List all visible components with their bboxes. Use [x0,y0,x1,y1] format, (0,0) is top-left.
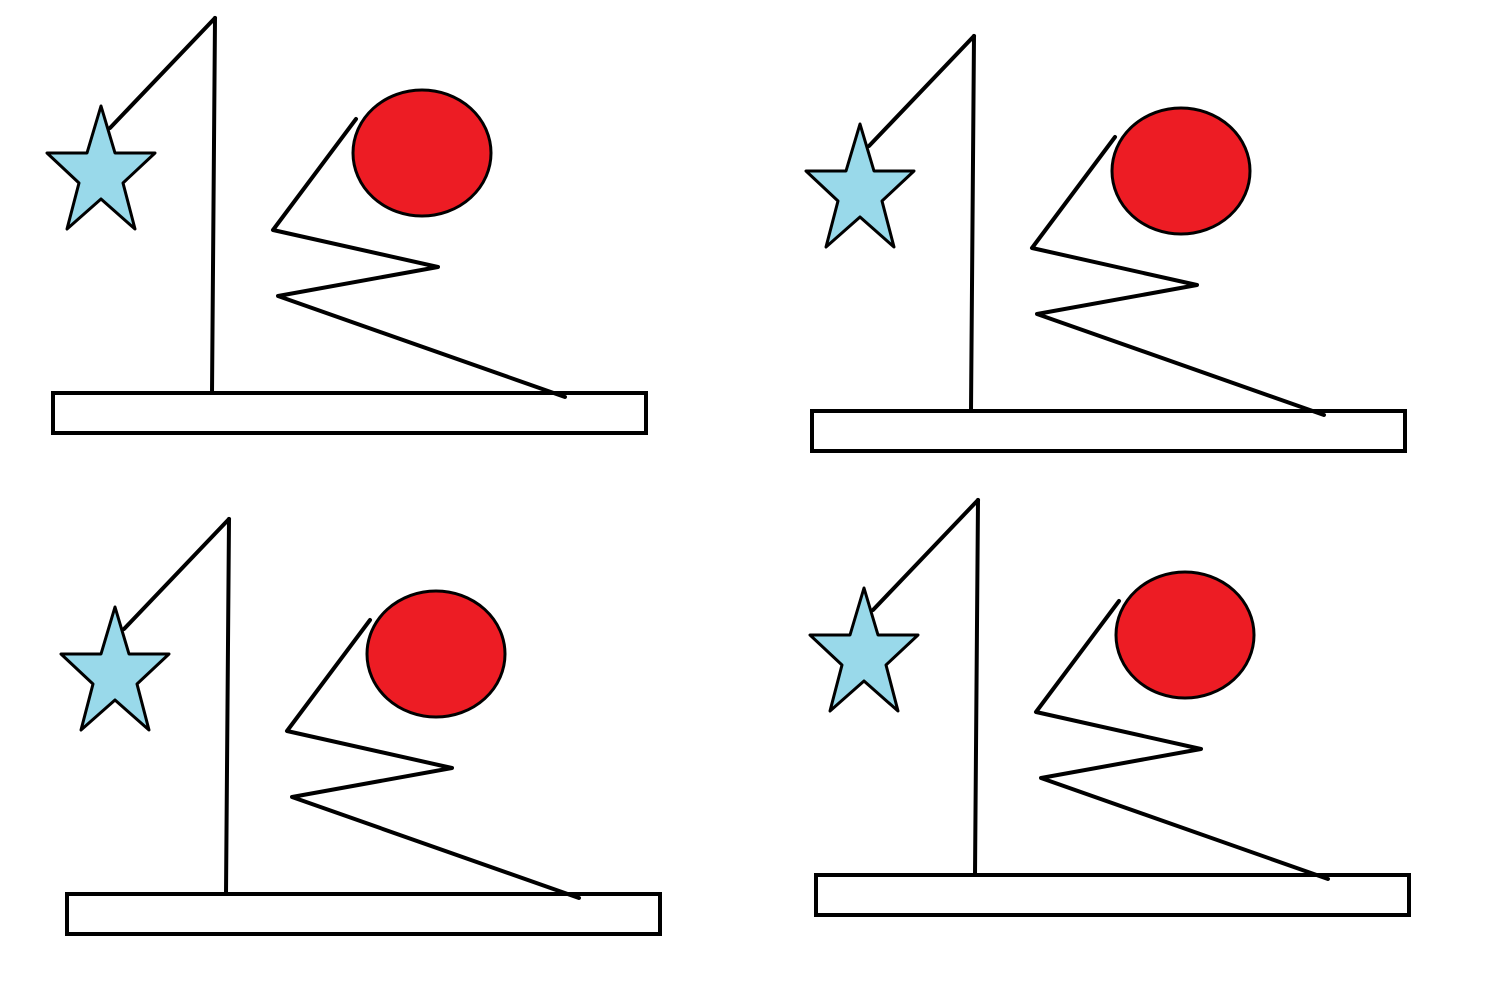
vertical-pole [210,16,217,395]
diagonal-arm [871,498,980,612]
star-icon [804,122,916,249]
diagonal-arm [867,34,976,148]
red-ball [365,589,507,719]
base-platform [65,892,662,936]
red-ball [1114,570,1256,700]
zigzag-spring [1030,135,1326,417]
base-platform [814,873,1411,917]
panel-1 [45,16,648,435]
panel-2 [804,34,1407,453]
vertical-pole [969,34,976,413]
star-icon [59,605,171,732]
star-icon [808,586,920,713]
vertical-pole [224,517,231,896]
zigzag-spring [271,117,567,399]
base-platform [810,409,1407,453]
diagonal-arm [122,517,231,631]
panel-4 [808,498,1411,917]
base-platform [51,391,648,435]
star-icon [45,104,157,231]
diagonal-arm [108,16,217,130]
red-ball [351,88,493,218]
panel-3 [59,517,662,936]
zigzag-spring [285,618,581,900]
red-ball [1110,106,1252,236]
zigzag-spring [1034,599,1330,881]
vertical-pole [973,498,980,877]
